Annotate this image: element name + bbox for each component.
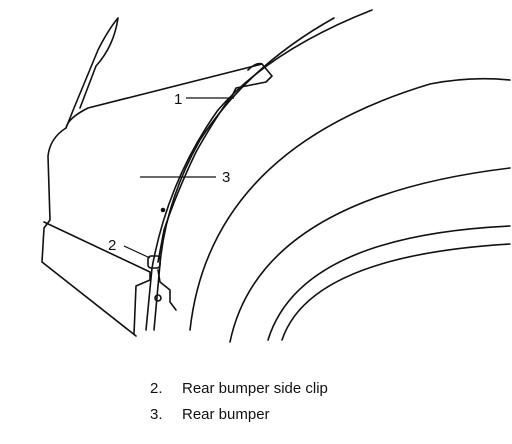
bracket-hole [154,294,162,302]
clip-bracket [157,269,177,311]
legend-number: 3. [150,406,163,423]
side-clip [147,255,161,269]
legend-text: Rear bumper [182,406,270,423]
bumper-dot [160,207,166,213]
wheel-arch-inner-1 [229,167,511,343]
callout-1: 1 [174,91,182,108]
lower-body-edge [43,221,151,335]
bumper-outer-arc [145,9,373,331]
legend-text: Rear bumper side clip [182,380,328,397]
callout-2: 2 [108,237,116,254]
wheel-arch-outer [189,77,511,331]
bumper-edge [157,97,231,263]
legend-item: 2. Rear bumper side clip [150,376,328,402]
legend-number: 2. [150,380,163,397]
bumper-inner-arc [153,17,335,331]
leader-line-2 [123,245,151,259]
bumper-upper-corner [227,62,273,101]
wheel-arch-inner-3 [281,243,511,341]
legend-item: 3. Rear bumper [150,402,328,428]
wheel-arch-inner-2 [267,225,511,341]
legend: 2. Rear bumper side clip 3. Rear bumper [150,376,328,428]
pillar-spike [65,17,119,129]
bumper-diagram: 1 3 2 [41,9,511,343]
body-panel-outline [41,63,263,337]
callout-3: 3 [222,169,230,186]
